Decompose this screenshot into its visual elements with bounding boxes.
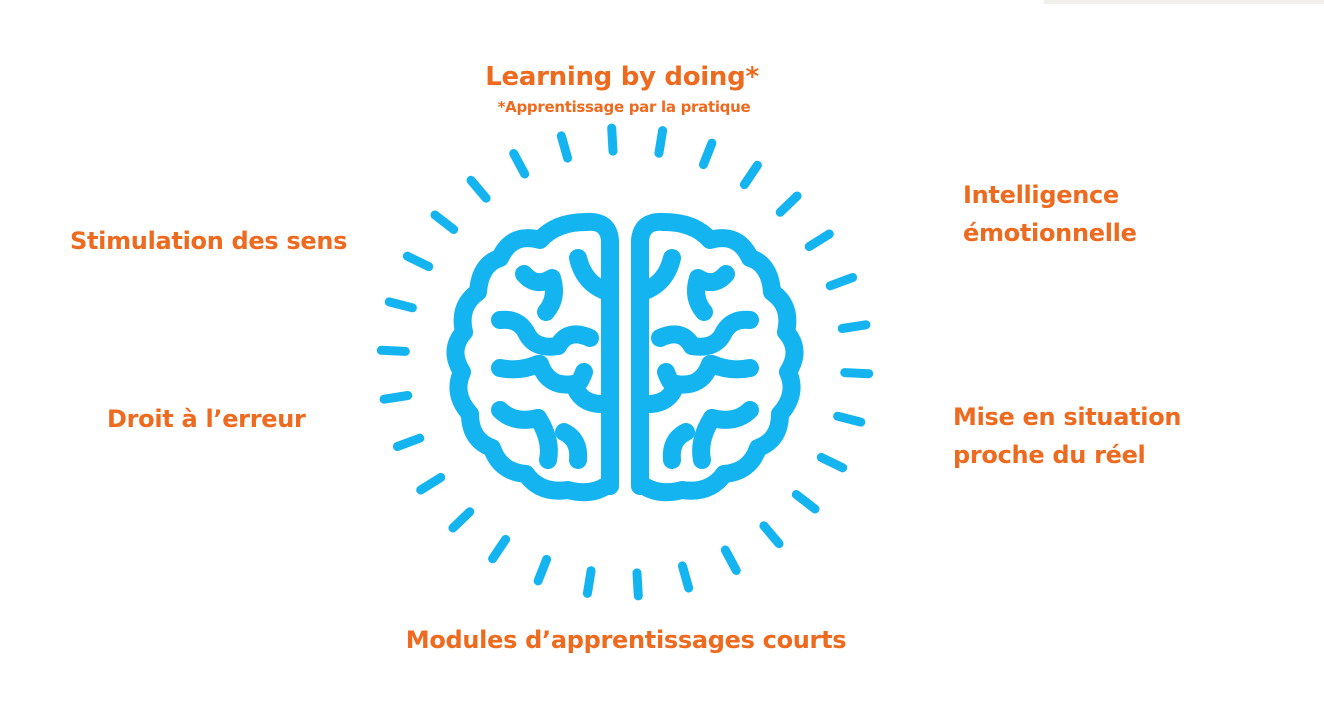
label-intelligence: Intelligence (963, 181, 1119, 209)
ray-line (384, 297, 417, 313)
ray-line (448, 507, 475, 533)
ray-line (833, 411, 866, 427)
brain-outline (446, 212, 804, 502)
ray-line (654, 126, 668, 158)
ray-line (509, 149, 530, 179)
ray-line (632, 568, 643, 601)
ray-line (430, 210, 459, 234)
ray-line (402, 251, 434, 272)
ray-line (677, 561, 694, 593)
label-emotionnelle: émotionnelle (963, 219, 1137, 247)
label-proche-du-reel: proche du réel (953, 441, 1146, 469)
ray-line (556, 131, 573, 163)
ray-line (379, 391, 413, 404)
ray-line (466, 175, 491, 203)
top-title: Learning by doing* (485, 62, 759, 92)
ray-line (825, 273, 858, 291)
ray-line (392, 433, 425, 451)
ray-line (837, 320, 871, 333)
ray-line (376, 345, 410, 356)
ray-line (582, 566, 596, 598)
ray-line (775, 191, 802, 217)
label-droit-a-lerreur: Droit à l’erreur (107, 405, 306, 433)
ray-line (816, 452, 848, 473)
label-modules-courts: Modules d’apprentissages courts (405, 626, 847, 654)
label-stimulation-des-sens: Stimulation des sens (70, 227, 348, 255)
top-note: *Apprentissage par la pratique (497, 98, 751, 116)
ray-line (698, 138, 717, 170)
radiating-lines (376, 123, 874, 601)
ray-line (739, 160, 762, 190)
ray-line (840, 368, 874, 379)
ray-line (488, 534, 511, 564)
ray-line (416, 472, 446, 495)
ray-line (791, 490, 820, 514)
corner-strip (1044, 0, 1324, 4)
ray-line (759, 521, 784, 549)
ray-line (607, 123, 618, 156)
ray-line (720, 545, 741, 575)
label-mise-en-situation: Mise en situation (953, 403, 1182, 431)
ray-line (804, 229, 834, 252)
ray-line (533, 554, 552, 586)
